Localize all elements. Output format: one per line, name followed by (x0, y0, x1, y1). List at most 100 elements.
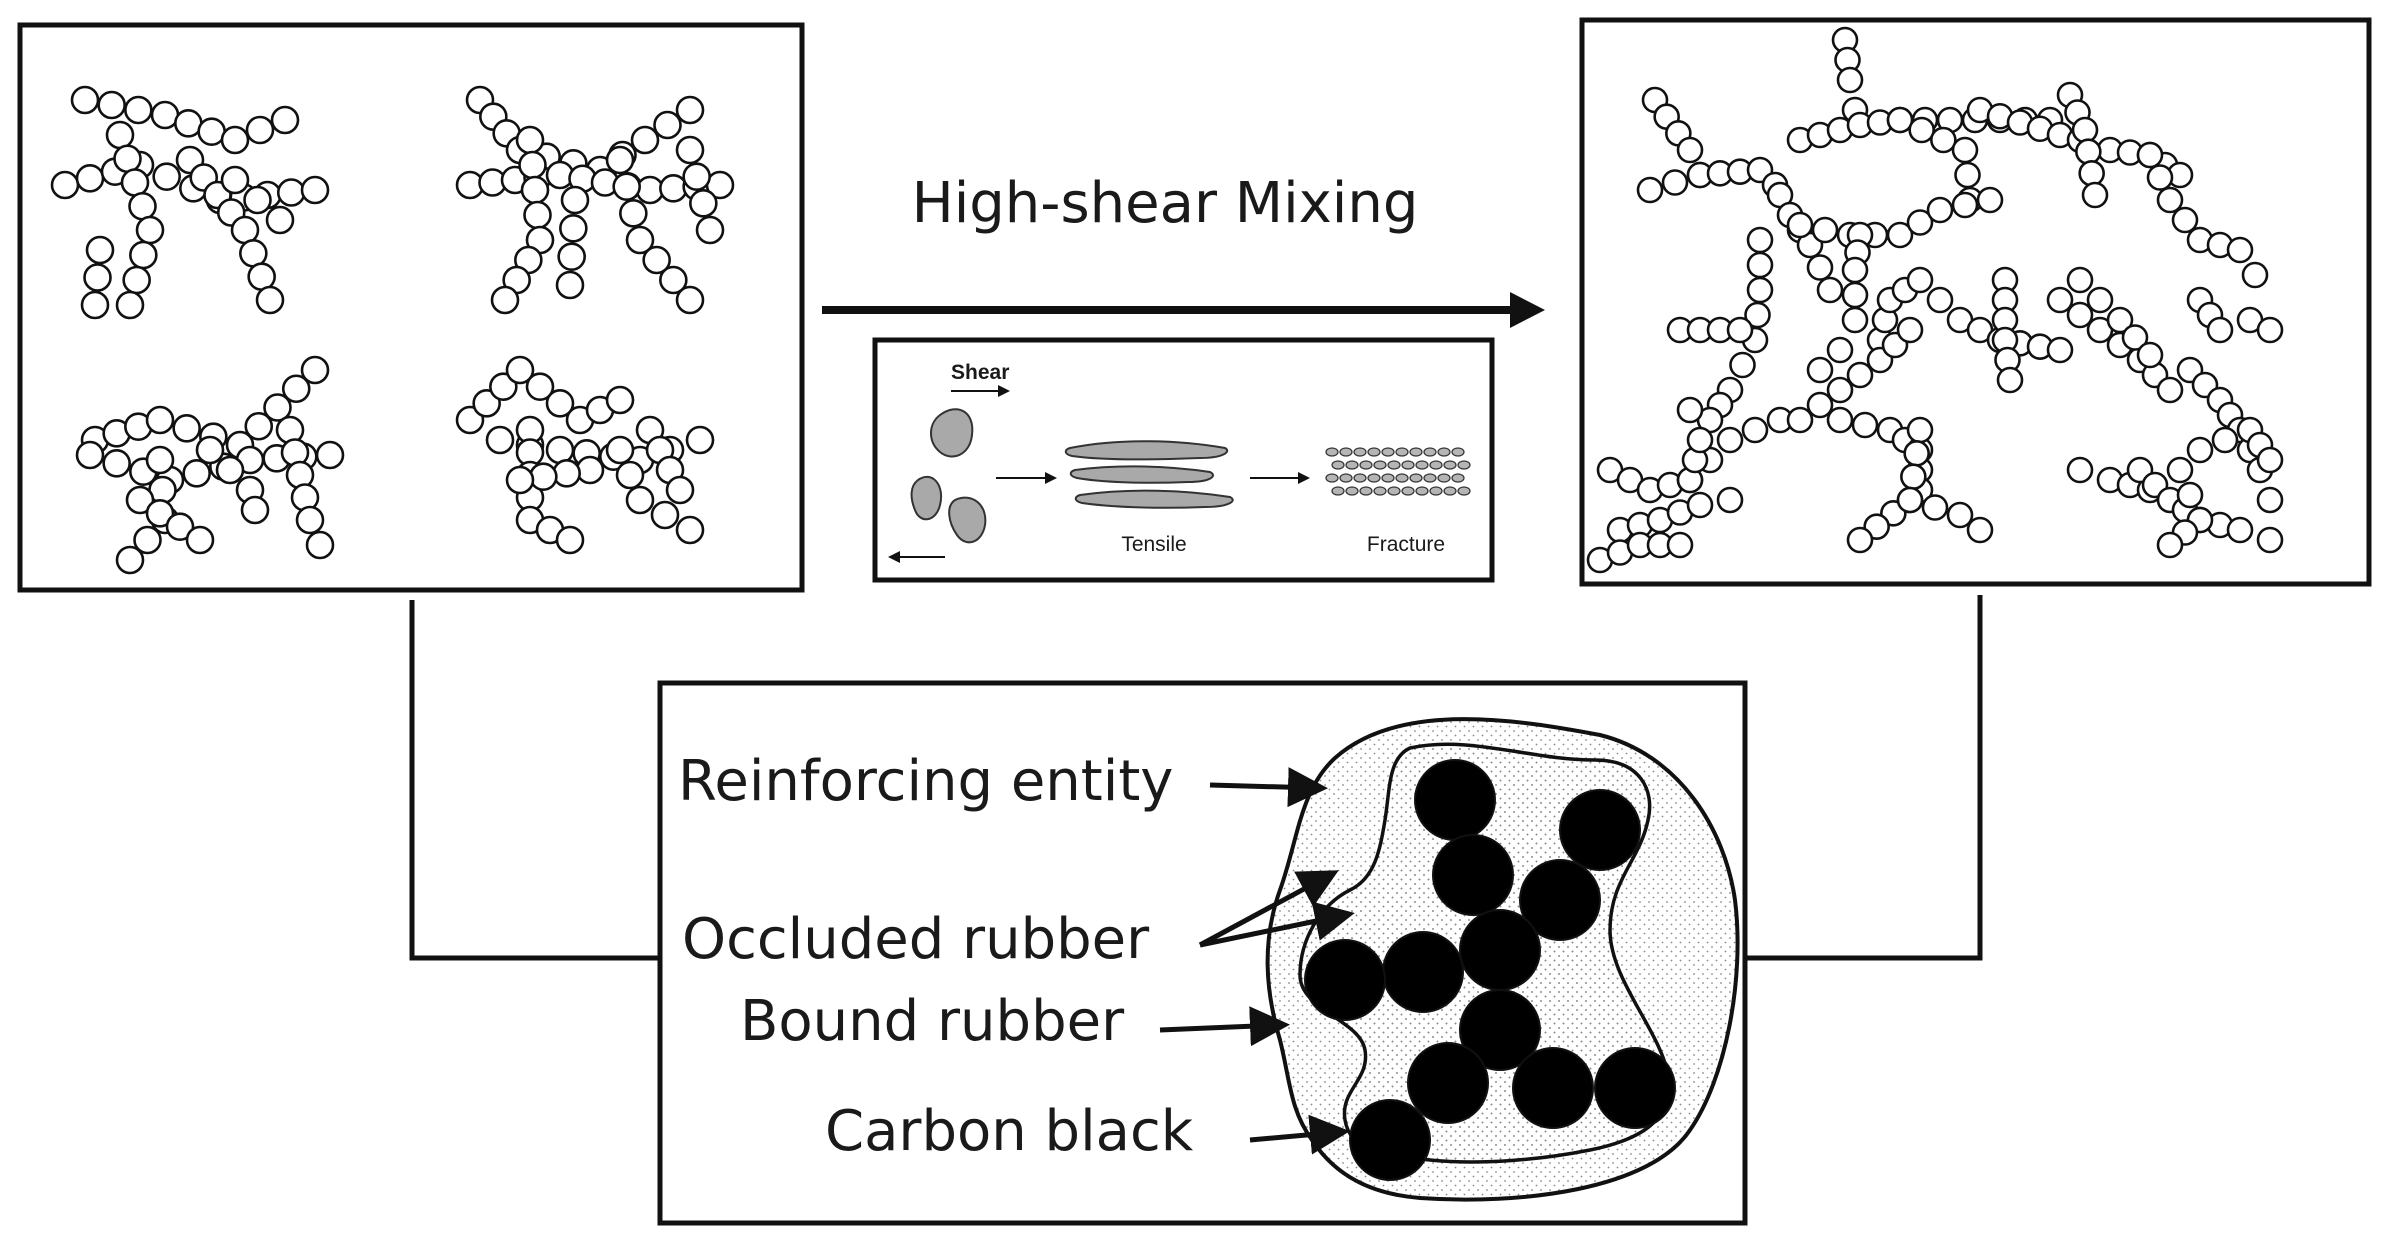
rubber-fragment (1401, 486, 1415, 496)
particle (1407, 1042, 1489, 1124)
particle (102, 449, 131, 478)
rubber-fragment (1373, 460, 1387, 470)
particle (2256, 316, 2284, 344)
particle (1886, 221, 1914, 249)
rubber-fragment (1423, 447, 1437, 457)
particle (545, 389, 575, 418)
particle (455, 405, 485, 435)
particle (1716, 426, 1744, 454)
particle (1349, 1099, 1431, 1181)
particle (2256, 526, 2284, 554)
fractured-rubber (1325, 447, 1471, 496)
particle (685, 425, 715, 455)
shear-label: Shear (951, 361, 1009, 384)
particle (515, 125, 545, 155)
particle (125, 485, 155, 515)
rubber-fragment (1381, 447, 1395, 457)
particle (1826, 336, 1854, 364)
particle (557, 242, 586, 271)
particle (1926, 196, 1954, 224)
rubber-fragment (1359, 486, 1373, 496)
particle (1906, 209, 1934, 236)
rubber-fragment (1415, 460, 1429, 470)
particle (665, 475, 695, 505)
particle (2156, 186, 2184, 214)
particle (2241, 261, 2269, 289)
particle (675, 95, 705, 125)
particle (2256, 486, 2284, 514)
particle (520, 175, 550, 205)
label-carbon-black: Carbon black (825, 1099, 1194, 1164)
particle (1826, 376, 1854, 404)
rubber-fragment (1423, 473, 1437, 483)
particle (1676, 396, 1704, 424)
stretched-rubber (1064, 440, 1234, 509)
rubber-fragment (1325, 473, 1339, 483)
rubber-fragment (1359, 460, 1373, 470)
particle (2226, 516, 2254, 544)
particle (1786, 211, 1814, 239)
particle (75, 164, 105, 193)
particle (185, 525, 215, 555)
particle (1414, 759, 1496, 841)
rubber-fragment (1409, 447, 1423, 457)
particle (2121, 324, 2149, 351)
particle (165, 512, 195, 541)
connector-lines (409, 595, 1983, 961)
particle (135, 215, 165, 245)
particle (505, 465, 535, 495)
particle (1841, 306, 1869, 334)
rubber-fragment (1451, 447, 1465, 457)
particle (1519, 859, 1601, 941)
particle (2078, 160, 2105, 187)
particle (1811, 216, 1839, 244)
particle (182, 459, 211, 488)
particle (659, 174, 688, 203)
rubber-fragment (1325, 447, 1339, 457)
particle (1946, 501, 1974, 529)
rubber-fragment (1415, 486, 1429, 496)
particle (300, 175, 330, 205)
particle (675, 515, 705, 545)
particle (2071, 116, 2099, 144)
particle (1459, 909, 1541, 991)
particle (1304, 939, 1386, 1021)
arrow-label: High-shear Mixing (912, 171, 1419, 236)
particle (128, 191, 157, 221)
particle (215, 455, 245, 485)
rubber-fragment (1331, 486, 1345, 496)
particle (555, 525, 585, 555)
particle (270, 105, 300, 135)
particle (124, 95, 153, 125)
particle (1966, 516, 1994, 544)
particle (145, 499, 175, 528)
particle (133, 525, 162, 555)
particle (560, 185, 590, 215)
particle (2136, 341, 2164, 369)
rubber-fragment (1353, 473, 1367, 483)
particle (1786, 406, 1814, 434)
particle (1686, 426, 1714, 454)
particle (240, 495, 270, 525)
particle (115, 290, 145, 320)
particle (1900, 463, 1927, 490)
particle (490, 285, 520, 315)
particle (1846, 361, 1874, 389)
particle (1806, 254, 1834, 281)
particle (625, 225, 655, 255)
particle (1896, 316, 1924, 344)
particle (305, 530, 335, 560)
particle (113, 144, 142, 174)
particle (1559, 789, 1641, 871)
label-occluded-rubber: Occluded rubber (682, 907, 1150, 972)
particle (2046, 286, 2074, 314)
particle (1726, 316, 1754, 344)
particle (2136, 141, 2164, 169)
particle (1661, 169, 1689, 196)
particle (2106, 306, 2134, 334)
particle (1896, 486, 1924, 514)
particle (653, 110, 682, 140)
particle (276, 178, 306, 207)
particle (1954, 161, 1981, 189)
